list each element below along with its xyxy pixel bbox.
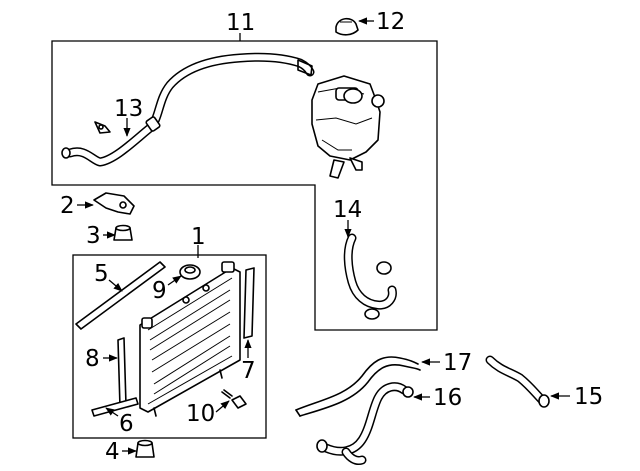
leader-6 — [105, 407, 119, 417]
reservoir-group-frame — [51, 40, 438, 331]
radiator — [139, 261, 241, 417]
callout-3: 3 — [86, 223, 101, 249]
bolt — [221, 389, 247, 409]
insulator — [113, 224, 133, 241]
reservoir-hose — [343, 233, 397, 320]
leader-9 — [167, 275, 182, 286]
mounting-bracket — [93, 192, 135, 215]
callout-14: 14 — [333, 197, 362, 223]
callout-13: 13 — [114, 96, 143, 122]
callout-6: 6 — [119, 411, 134, 437]
callout-9: 9 — [152, 278, 167, 304]
callout-12: 12 — [376, 9, 405, 35]
upper-seal — [75, 261, 166, 330]
leader-5 — [108, 279, 123, 292]
lower-seal — [91, 397, 139, 417]
callout-8: 8 — [85, 346, 100, 372]
radiator-cap — [179, 264, 201, 280]
callout-15: 15 — [574, 384, 603, 410]
overflow-hose — [61, 52, 315, 167]
hose-clip — [94, 121, 111, 134]
callout-17: 17 — [443, 350, 472, 376]
callout-16: 16 — [433, 385, 462, 411]
side-seal-left — [117, 337, 127, 408]
lower-radiator-hose — [316, 382, 414, 465]
callout-7: 7 — [241, 358, 256, 384]
callout-5: 5 — [94, 261, 109, 287]
bypass-hose — [295, 356, 421, 417]
upper-radiator-hose — [485, 355, 550, 408]
side-seal-right — [243, 267, 255, 339]
lower-insulator — [135, 439, 155, 458]
radiator-group-frame — [72, 254, 267, 439]
reservoir-cap — [335, 17, 359, 36]
callout-1: 1 — [191, 224, 206, 250]
callout-4: 4 — [105, 439, 120, 465]
coolant-reservoir — [311, 75, 385, 179]
leader-10 — [215, 400, 230, 413]
callout-11: 11 — [226, 10, 255, 36]
callout-2: 2 — [60, 193, 75, 219]
callout-10: 10 — [186, 401, 215, 427]
